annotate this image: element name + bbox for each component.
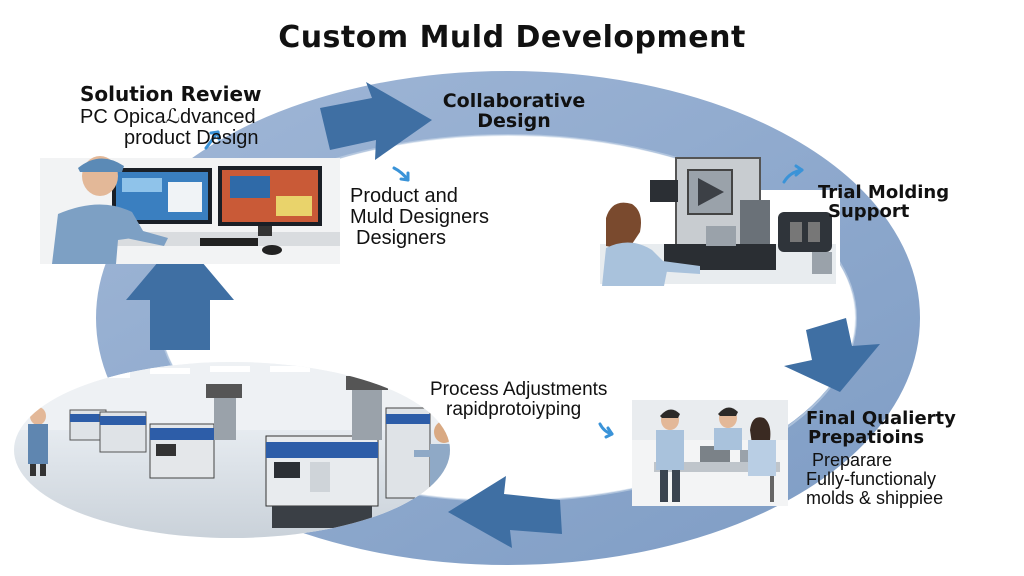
stage-line: Preparare [812,449,893,470]
stage-process-adjustments: Process Adjustments rapidprotoiyping [430,380,607,420]
swirl-arrow-icon [204,130,804,439]
page-title: Custom Muld Development [278,20,746,55]
cycle-arrow-icon [126,82,880,548]
stage-line: Fully-functionaly [806,468,937,489]
stage-line: PC Opicaℒdvanced [80,106,256,128]
stage-title: Collaborative [442,90,586,112]
stage-title: Final Qualierty [806,408,956,429]
stage-title: Prepatioins [808,426,925,448]
stage-solution-review: Solution Review PC Opicaℒdvanced product… [80,84,262,149]
stage-title: Solution Review [80,82,262,106]
engineer-at-computer-illustration [40,156,340,264]
stage-line: Process Adjustments [430,379,608,400]
stage-title: Trial Molding [818,182,950,203]
stage-trial-molding: Trial Molding Support [818,182,950,222]
stage-title: Design [477,109,551,132]
stage-line: Designers [356,227,447,249]
stage-collaborative-design-title: Collaborative Design [402,90,626,132]
molding-machine-operator-illustration [598,157,840,286]
factory-floor-illustration [14,362,450,538]
stage-line: Product and [350,185,458,207]
stage-line: rapidprotoiyping [446,398,582,420]
stage-line: Muld Designers [350,206,489,228]
stage-title: Support [828,200,910,222]
stage-final-quality: Final Qualierty Prepatioins Preparare Fu… [806,408,956,508]
stage-line: product Design [124,127,259,149]
inspection-team-illustration [632,400,788,506]
stage-collaborative-design-description: Product and Muld Designers Designers [350,186,489,249]
stage-line: molds & shippiee [806,487,944,508]
